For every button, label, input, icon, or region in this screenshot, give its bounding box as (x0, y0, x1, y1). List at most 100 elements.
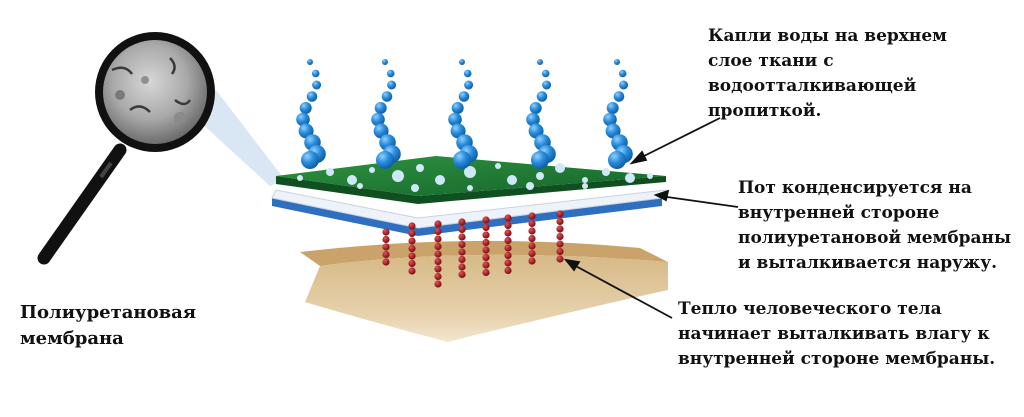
water-drop (451, 102, 464, 114)
sweat-drop (408, 244, 416, 253)
sweat-drop (504, 229, 512, 237)
magnifier-icon (37, 32, 215, 265)
fabric-drop (555, 163, 565, 173)
sweat-drop (408, 259, 416, 268)
water-drop (376, 151, 394, 169)
fabric-drop (464, 166, 476, 178)
fabric-drop (297, 175, 303, 181)
sweat-drop (434, 227, 442, 236)
sweat-drop (504, 266, 512, 275)
sweat-drop (382, 258, 390, 266)
water-drop (531, 151, 549, 169)
sweat-drop (556, 210, 564, 218)
sweat-drop (556, 225, 564, 233)
sweat-drop (382, 235, 390, 244)
sweat-label-line: Пот конденсируется на (738, 178, 972, 198)
body-heat-label-line: Тепло человеческого тела (678, 299, 942, 319)
sweat-drop (458, 270, 466, 279)
fabric-drop (625, 173, 635, 183)
sweat-drop (382, 228, 390, 236)
sweat-label: Пот конденсируется на внутренней стороне… (738, 176, 1011, 276)
sweat-drop (408, 237, 416, 245)
water-drop (382, 59, 388, 65)
water-drop (536, 91, 548, 102)
sweat-drop (482, 238, 490, 247)
sweat-drop (434, 280, 442, 288)
fabric-drop (347, 175, 357, 185)
sweat-drop (482, 261, 490, 269)
body-heat-label-line: начинает выталкивать влагу к (678, 324, 990, 344)
sweat-drop (382, 250, 390, 259)
sweat-drop (504, 221, 512, 230)
water-drop (529, 102, 542, 114)
sweat-drop (504, 236, 512, 245)
water-drop (613, 91, 625, 102)
sweat-drop (482, 231, 490, 239)
fabric-drop (416, 164, 424, 172)
fabric-drop (411, 184, 419, 192)
water-drop (606, 102, 619, 114)
sweat-drop (556, 247, 564, 256)
sweat-drop (408, 252, 416, 260)
sweat-drop (482, 268, 490, 277)
sweat-drop (458, 225, 466, 234)
sweat-drop (434, 265, 442, 273)
sweat-drop (408, 267, 416, 275)
water-drops-label-line: водоотталкивающей (708, 76, 917, 96)
water-drop (306, 91, 318, 102)
sweat-label-line: полиуретановой мембраны (738, 228, 1012, 248)
sweat-drop (504, 244, 512, 252)
sweat-drop (434, 250, 442, 258)
water-drop (603, 112, 617, 127)
membrane-label-line: мембрана (20, 328, 124, 349)
skin-layer (300, 240, 668, 342)
water-drop (537, 59, 543, 65)
sweat-drops (382, 210, 564, 288)
fabric-drop (582, 183, 588, 189)
sweat-drop (528, 227, 536, 235)
water-drop (463, 69, 472, 78)
sweat-drop (458, 248, 466, 256)
water-drop (618, 69, 627, 78)
water-drops (296, 59, 633, 169)
sweat-drop (434, 242, 442, 251)
water-drop (541, 69, 550, 78)
sweat-drop (504, 214, 512, 222)
water-drop (301, 151, 319, 169)
sweat-drop (482, 223, 490, 232)
sweat-drop (556, 217, 564, 226)
water-drops-label: Капли воды на верхнем слое ткани с водоо… (708, 24, 947, 124)
fabric-drop (602, 168, 610, 176)
magnifier-beam (198, 90, 285, 186)
water-drop (619, 80, 629, 90)
sweat-drop (504, 251, 512, 260)
water-drop (371, 112, 385, 127)
sweat-label-line: внутренней стороне (738, 203, 940, 223)
sweat-drop (408, 229, 416, 238)
water-drop (299, 102, 312, 114)
sweat-drop (556, 255, 564, 263)
sweat-drop (482, 216, 490, 224)
sweat-drop (458, 240, 466, 249)
water-drop (448, 112, 462, 127)
fabric-drops (297, 163, 653, 192)
water-drop (307, 59, 313, 65)
fabric-drop (582, 177, 588, 183)
fabric-drop (647, 173, 653, 179)
sweat-drop (528, 257, 536, 265)
fabric-drop (369, 167, 375, 173)
body-heat-label: Тепло человеческого тела начинает выталк… (678, 297, 995, 372)
water-drop (374, 102, 387, 114)
sweat-drop (458, 263, 466, 271)
fabric-drop (507, 175, 517, 185)
sweat-drop (458, 233, 466, 241)
sweat-label-line: и выталкивается наружу. (738, 253, 998, 273)
water-drop (387, 80, 397, 90)
sweat-drop (458, 255, 466, 264)
fabric-drop (467, 185, 473, 191)
sweat-drop (408, 222, 416, 230)
fabric-drop (435, 175, 445, 185)
water-drop (608, 151, 626, 169)
water-drop (296, 112, 310, 127)
